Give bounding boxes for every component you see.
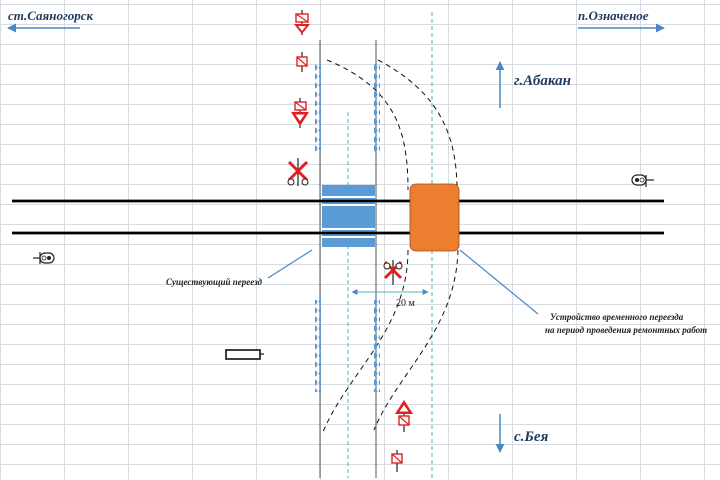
direction-label-up: г.Абакан [514,73,571,89]
railway-crossing-cross-icon [287,158,309,186]
marker-posts-left-top [315,62,321,154]
direction-label-down: с.Бея [514,429,549,445]
yield-sign-icon-lower [395,400,413,432]
no-overtaking-plate-icon-lower [391,450,403,472]
temporary-crossing-pointer [459,249,539,315]
marker-posts-right-bottom [374,300,380,392]
traffic-light-signal-icon [631,174,654,187]
temporary-crossing-label-line1: Устройство временного переезда [550,312,684,322]
existing-crossing-label: Существующий переезд [166,277,262,287]
station-label-left: ст.Саяногорск [8,8,94,23]
bypass-road-edge-left-top [326,59,409,191]
station-label-right: п.Означеное [578,8,649,23]
barrier-icon [225,349,264,360]
distance-label: 20 м [396,298,415,309]
bypass-road-edge-left-bottom [322,249,409,433]
bypass-road-edge-right-bottom [373,249,459,431]
yield-sign-icon [291,98,309,128]
traffic-light-signal-icon-left [33,252,55,264]
railway-crossing-cross-icon-lower [383,260,403,285]
no-overtaking-plate-icon [296,52,308,72]
existing-crossing [12,185,664,247]
no-overtaking-sign-icon [294,10,310,35]
temporary-crossing [409,183,460,252]
marker-posts-right-top [374,62,380,154]
existing-crossing-pointer [267,249,313,279]
temporary-crossing-label-line2: на период проведения ремонтных работ [545,325,708,335]
marker-posts-left-bottom [315,300,321,392]
bypass-road-edge-right-top [377,59,458,191]
